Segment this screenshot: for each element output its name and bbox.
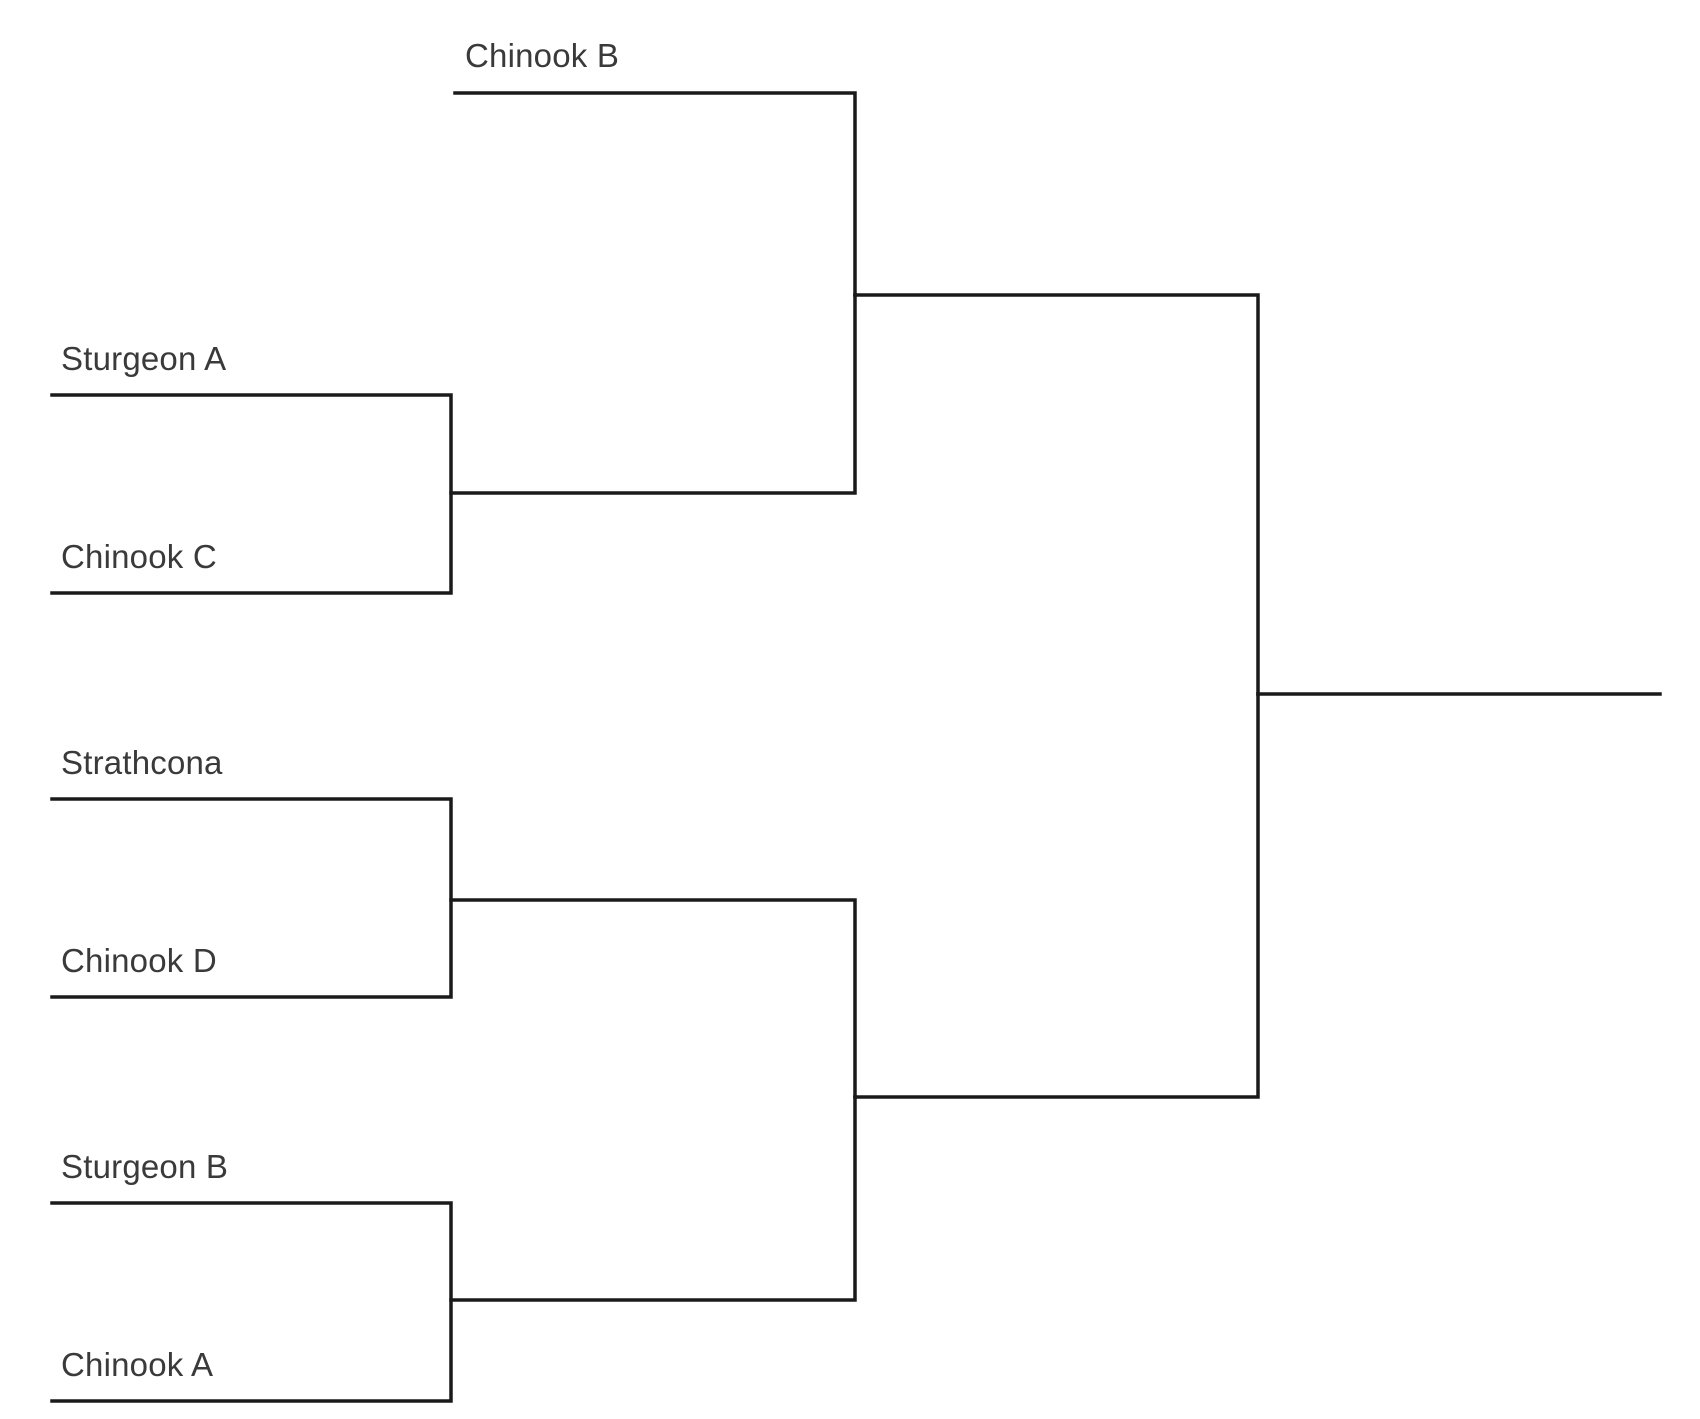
team-label-strathcona: Strathcona (61, 744, 223, 781)
semifinal-1-line (853, 293, 1260, 696)
bracket-lines (50, 91, 1662, 1403)
match-line-strathcona-vs-chinook-d (50, 797, 453, 999)
semifinal-2-line (853, 692, 1260, 1099)
slot-line-chinook-b (453, 91, 857, 297)
winner-line-match-1 (449, 293, 857, 495)
team-label-chinook-d: Chinook D (61, 942, 217, 979)
winner-line-match-2 (449, 898, 857, 1099)
team-label-chinook-c: Chinook C (61, 538, 217, 575)
match-line-sturgeon-b-vs-chinook-a (50, 1201, 453, 1403)
team-label-sturgeon-b: Sturgeon B (61, 1148, 228, 1185)
team-label-sturgeon-a: Sturgeon A (61, 340, 226, 377)
team-label-chinook-a: Chinook A (61, 1346, 213, 1383)
winner-line-match-3 (449, 1095, 857, 1302)
team-label-chinook-b: Chinook B (465, 37, 619, 74)
team-labels: Chinook B Sturgeon A Chinook C Strathcon… (61, 37, 619, 1383)
